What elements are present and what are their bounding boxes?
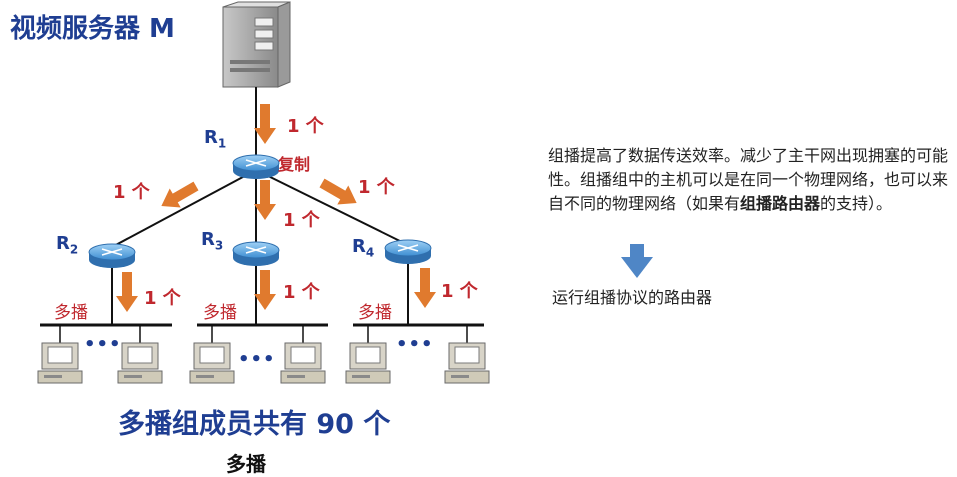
ellipsis: ••• xyxy=(396,334,434,355)
arrow-r2-to-lan xyxy=(116,272,138,312)
description-text: 组播提高了数据传送效率。减少了主干网出现拥塞的可能性。组播组中的主机可以是在同一… xyxy=(548,146,949,213)
count-label: 1 个 xyxy=(144,288,181,309)
router-r3-icon xyxy=(232,241,280,267)
router-r1-icon xyxy=(232,154,280,180)
host-pc-icon xyxy=(37,342,83,384)
copy-label: 复制 xyxy=(278,155,311,174)
server-title: 视频服务器 M xyxy=(10,14,175,44)
count-label: 1 个 xyxy=(283,282,320,303)
result-text: 运行组播协议的路由器 xyxy=(552,288,713,307)
multicast-label: 多播 xyxy=(203,303,237,323)
diagram-caption: 多播 xyxy=(226,452,266,476)
host-pc-icon xyxy=(280,342,326,384)
ellipsis: ••• xyxy=(84,334,122,355)
arrow-r1-to-r2 xyxy=(161,181,199,208)
multicast-label: 多播 xyxy=(54,303,88,323)
count-label: 1 个 xyxy=(441,281,478,302)
arrow-r1-to-r4 xyxy=(319,178,357,205)
host-pc-icon xyxy=(117,342,163,384)
router-label-r4: R4 xyxy=(352,236,375,260)
lan-buses xyxy=(40,323,484,343)
router-label-r1: R1 xyxy=(204,127,227,151)
arrow-r1-to-r3 xyxy=(254,180,276,220)
count-label: 1 个 xyxy=(283,210,320,231)
arrow-server-to-r1 xyxy=(254,104,276,144)
count-label: 1 个 xyxy=(287,116,324,137)
router-r4-icon xyxy=(384,239,432,265)
count-label: 1 个 xyxy=(358,177,395,198)
network-links xyxy=(111,87,409,325)
description-bold: 组播路由器 xyxy=(740,194,821,213)
router-r2-icon xyxy=(88,243,136,269)
arrow-r4-to-lan xyxy=(414,268,436,308)
down-arrow-icon xyxy=(621,244,653,278)
member-summary: 多播组成员共有 90 个 xyxy=(118,409,391,440)
router-label-r2: R2 xyxy=(56,233,79,257)
host-pc-icon xyxy=(345,342,391,384)
arrow-r3-to-lan xyxy=(254,270,276,310)
count-label: 1 个 xyxy=(113,182,150,203)
ellipsis: ••• xyxy=(238,349,276,370)
host-pc-icon xyxy=(189,342,235,384)
router-label-r3: R3 xyxy=(201,229,224,253)
video-server-icon xyxy=(222,1,291,88)
host-pc-icon xyxy=(444,342,490,384)
multicast-label: 多播 xyxy=(358,303,392,323)
